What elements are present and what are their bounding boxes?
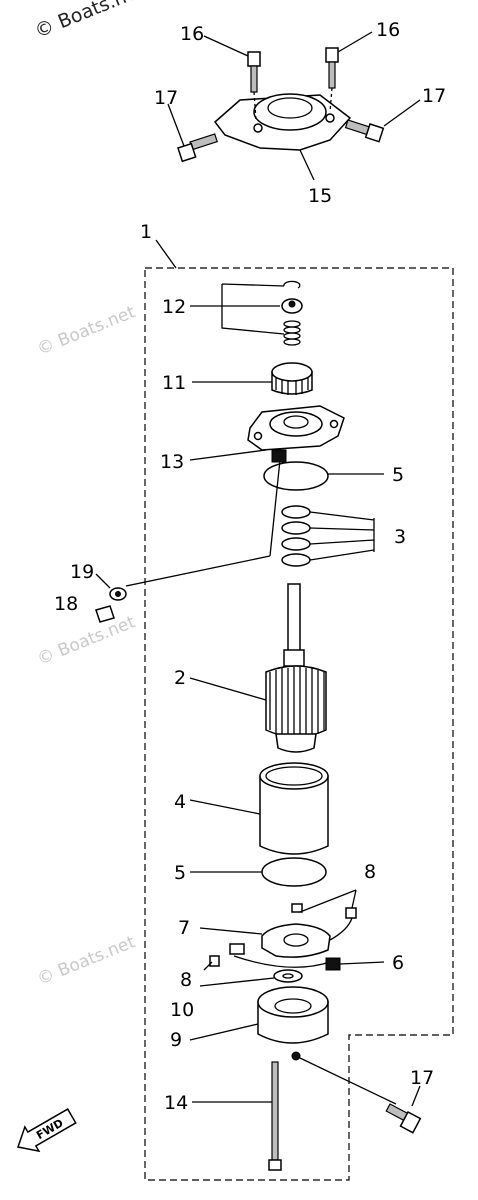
- brush-holder-assembly: [199, 889, 385, 971]
- spring-12: [283, 320, 301, 346]
- yoke-4: [189, 762, 329, 855]
- armature-2: [189, 583, 327, 753]
- washer-10: [273, 969, 303, 983]
- callout-5-upper: 5: [392, 464, 404, 486]
- callout-18: 18: [54, 593, 78, 615]
- callout-6: 6: [392, 952, 404, 974]
- watermark-2: © Boats.net: [34, 612, 138, 670]
- callout-16-left: 16: [180, 23, 204, 45]
- lead-wire-6: [325, 957, 341, 971]
- bracket-assembly: [167, 31, 421, 181]
- watermark-1: © Boats.net: [34, 302, 138, 360]
- callout-14: 14: [164, 1092, 188, 1114]
- clip-12: [283, 280, 301, 289]
- callout-19: 19: [70, 561, 94, 583]
- callout-16-right: 16: [376, 19, 400, 41]
- callout-8-right: 8: [364, 861, 376, 883]
- o-ring-5-upper: [263, 461, 329, 491]
- callout-9: 9: [170, 1029, 182, 1051]
- pinion-stop-set: [190, 280, 303, 346]
- callout-7: 7: [178, 917, 190, 939]
- callout-17-left: 17: [154, 87, 178, 109]
- callout-3: 3: [394, 526, 406, 548]
- watermarks: © Boats.net © Boats.net © Boats.net © Bo…: [32, 0, 148, 990]
- bracket-boss: [253, 93, 327, 131]
- callout-labels: 1 16 16 17 17 15 12 11 13 5 3 19 18 2 4 …: [54, 19, 446, 1114]
- screw-18: [95, 605, 115, 623]
- callout-12: 12: [162, 296, 186, 318]
- callout-8-left: 8: [180, 969, 192, 991]
- callout-4: 4: [174, 791, 186, 813]
- callout-17-right: 17: [422, 85, 446, 107]
- through-bolt-14: [192, 1061, 282, 1171]
- callout-10: 10: [170, 999, 194, 1021]
- callout-11: 11: [162, 372, 186, 394]
- washers-3: [281, 505, 375, 567]
- callout-15: 15: [308, 185, 332, 207]
- callout-1: 1: [140, 221, 152, 243]
- bolt-17-left: [189, 133, 218, 151]
- watermark-top: © Boats.net: [32, 0, 148, 43]
- bolt-17-lower: [299, 1057, 422, 1134]
- brush-8-right: [345, 907, 357, 919]
- o-ring-5-lower: [261, 857, 327, 887]
- pinion-11: [192, 362, 313, 395]
- front-cover-13: [189, 405, 345, 463]
- brush-holder-7: [261, 923, 331, 958]
- callout-13: 13: [160, 451, 184, 473]
- bolt-16-left: [247, 51, 261, 67]
- callout-17-lower: 17: [410, 1067, 434, 1089]
- screw-and-washer: [95, 459, 281, 623]
- watermark-3: © Boats.net: [34, 932, 138, 990]
- bolt-16-right: [325, 47, 339, 63]
- assembly-boundary: [144, 267, 454, 1181]
- callout-2: 2: [174, 667, 186, 689]
- fwd-arrow: FWD: [17, 1108, 77, 1153]
- callout-5-lower: 5: [174, 862, 186, 884]
- brush-8-left: [209, 955, 220, 967]
- rear-cover-9: [189, 986, 329, 1061]
